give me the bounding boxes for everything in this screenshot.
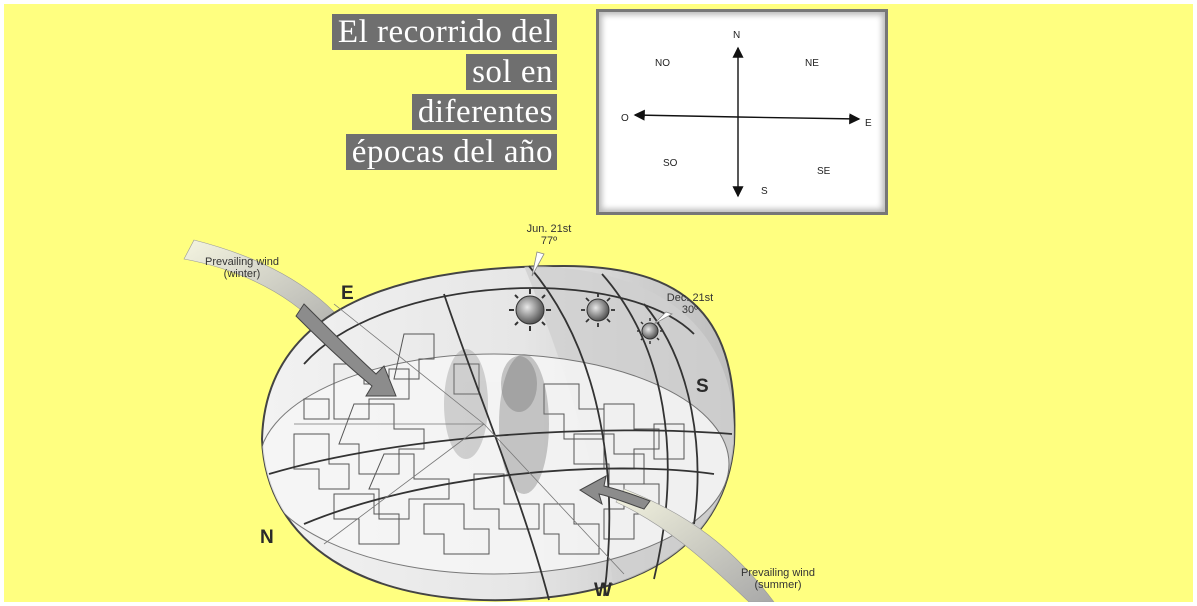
december-solstice-label: Dec. 21st 30º: [666, 292, 714, 316]
summer-wind-band: [615, 488, 775, 602]
compass-label-so: SO: [663, 158, 678, 169]
west-arrow: [633, 109, 739, 121]
slide-background: El recorrido del sol en diferentes época…: [4, 4, 1193, 602]
sun-equinox-icon: [581, 293, 615, 327]
compass-label-e: E: [865, 118, 872, 129]
sun-june-icon: [509, 289, 551, 331]
summer-wind-arrow: [579, 475, 651, 510]
sun-december-icon: [637, 318, 663, 344]
jun-callout: [531, 251, 545, 277]
compass-arrows: [633, 46, 861, 198]
dec-callout: [653, 311, 673, 325]
summer-wind-label: Prevailing wind (summer): [741, 567, 815, 591]
slide-title: El recorrido del sol en diferentes época…: [331, 12, 557, 172]
city-blocks: [293, 333, 685, 555]
compass-label-o: O: [621, 113, 629, 124]
june-solstice-label: Jun. 21st 77º: [526, 223, 572, 247]
dome-label-north: N: [260, 527, 274, 548]
compass-label-s: S: [761, 186, 768, 197]
compass-label-ne: NE: [805, 58, 819, 69]
east-arrow: [737, 113, 861, 125]
title-line-2: sol en: [332, 52, 557, 92]
winter-wind-label: Prevailing wind (winter): [205, 256, 279, 280]
dome-label-west: W: [594, 580, 612, 601]
title-line-3: diferentes: [332, 92, 557, 132]
sun-path-arcs: [268, 265, 733, 601]
compass-label-se: SE: [817, 166, 831, 177]
sun-path-dome-diagram: [183, 239, 775, 602]
winter-wind-arrow: [295, 303, 397, 397]
dome-label-south: S: [696, 376, 709, 397]
title-line-4: épocas del año: [332, 132, 557, 172]
compass-rose: N S E O NO NE SO SE: [596, 9, 888, 215]
dome-label-east: E: [341, 283, 354, 304]
compass-label-no: NO: [655, 58, 670, 69]
compass-label-n: N: [733, 30, 741, 41]
title-line-1: El recorrido del: [331, 12, 557, 52]
